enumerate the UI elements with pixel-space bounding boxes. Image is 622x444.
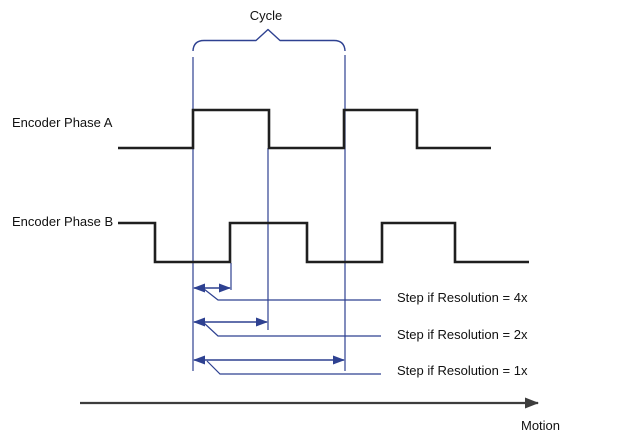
step-2x-leader (203, 322, 381, 337)
step-resolution-1x-label: Step if Resolution = 1x (397, 363, 528, 378)
encoder-phase-b-wave (118, 221, 529, 264)
cycle-label: Cycle (249, 8, 283, 23)
motion-label: Motion (521, 418, 561, 433)
step-resolution-4x-label: Step if Resolution = 4x (397, 290, 528, 305)
step-4x-leader (203, 288, 381, 301)
step-1x-leader (206, 360, 381, 375)
encoder-phase-a-wave (118, 108, 491, 150)
encoder-phase-b-label: Encoder Phase B (12, 214, 114, 229)
cycle-brace (192, 28, 346, 52)
encoder-phase-a-label: Encoder Phase A (12, 115, 113, 130)
step-resolution-2x-label: Step if Resolution = 2x (397, 327, 528, 342)
